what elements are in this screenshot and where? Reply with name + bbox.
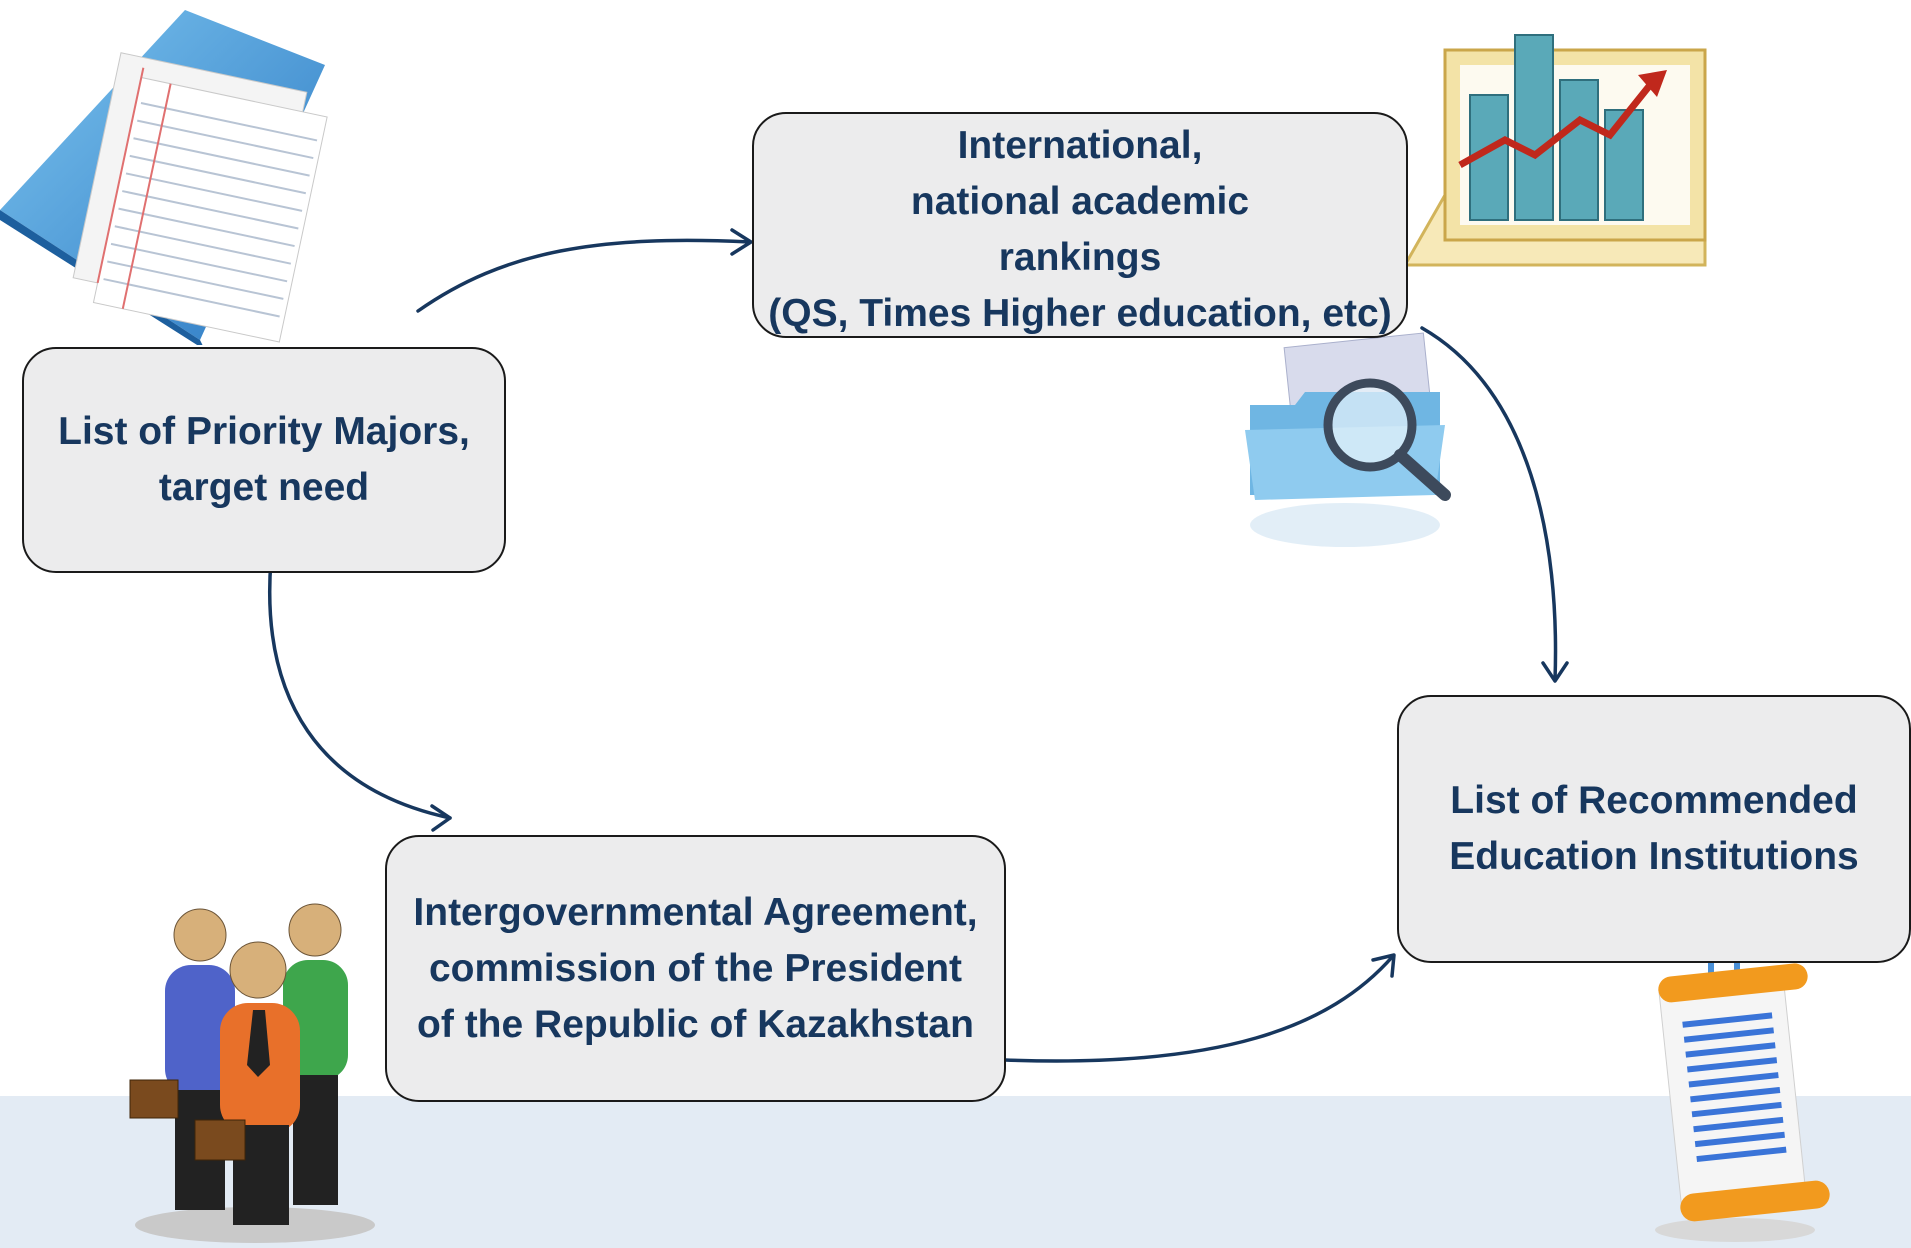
folder-magnifier-icon	[1245, 332, 1451, 547]
arrowhead-recommended-top	[1541, 661, 1569, 683]
node-priority-majors: List of Priority Majors, target need	[22, 347, 506, 573]
bar-chart-icon	[1405, 34, 1707, 267]
node-academic-rankings: International, national academic ranking…	[752, 112, 1408, 338]
arrow-agreement-to-recommended	[1003, 954, 1395, 1063]
arrowhead-agreement	[430, 804, 452, 832]
business-people-icon	[129, 903, 375, 1243]
notebook-papers-icon	[0, 10, 328, 345]
node-recommended-institutions: List of Recommended Education Institutio…	[1397, 695, 1911, 963]
node-intergovernmental-agreement-label: Intergovernmental Agreement, commission …	[413, 890, 978, 1046]
scroll-document-icon	[1655, 925, 1830, 1242]
arrow-priority-to-agreement	[268, 558, 452, 820]
node-priority-majors-label: List of Priority Majors, target need	[58, 410, 470, 509]
arrow-priority-to-rankings	[416, 238, 752, 313]
arrowhead-rankings	[730, 228, 753, 256]
arrowhead-recommended-bottom	[1371, 953, 1396, 978]
node-intergovernmental-agreement: Intergovernmental Agreement, commission …	[385, 835, 1006, 1102]
arrow-rankings-to-recommended	[1420, 326, 1558, 682]
node-recommended-institutions-label: List of Recommended Education Institutio…	[1449, 779, 1859, 878]
node-academic-rankings-label: International, national academic ranking…	[768, 124, 1392, 335]
